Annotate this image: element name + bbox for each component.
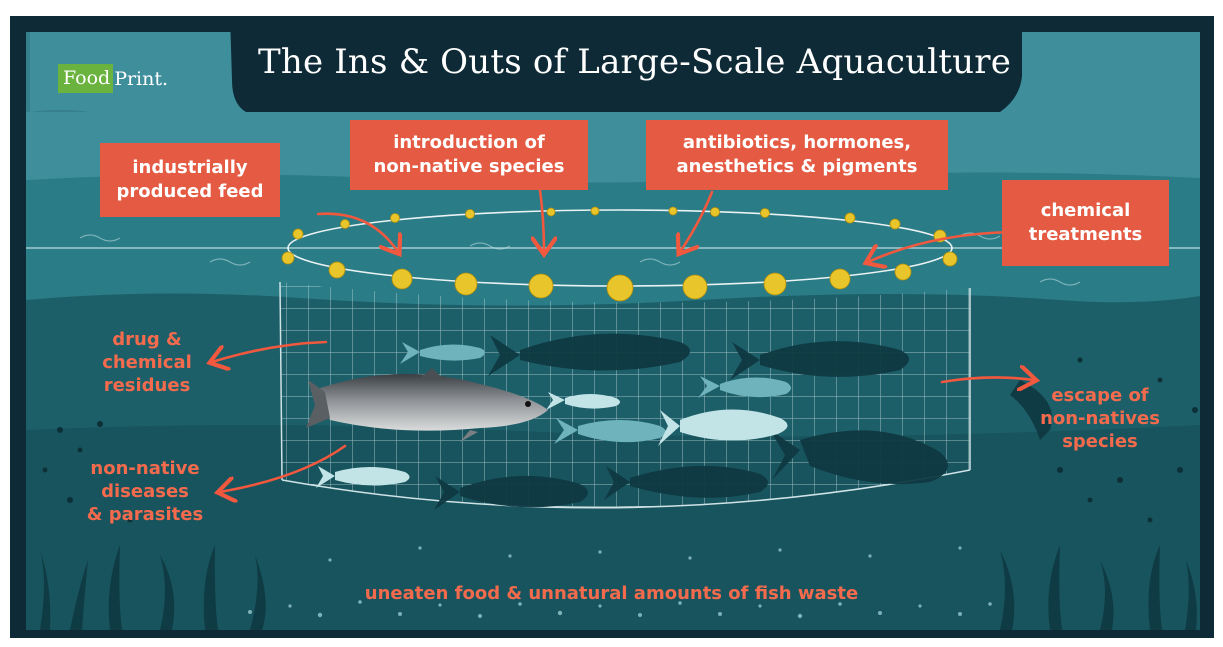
- logo-food: Food: [58, 64, 113, 93]
- label-drug-residues: drug & chemical residues: [82, 328, 212, 397]
- label-line: drug &: [82, 328, 212, 351]
- label-line: residues: [82, 374, 212, 397]
- label-line: chemical: [82, 351, 212, 374]
- label-industrial-feed: industrially produced feed: [100, 143, 280, 217]
- label-diseases-parasites: non-native diseases & parasites: [70, 457, 220, 526]
- label-chemical-treatments: chemical treatments: [1002, 180, 1169, 266]
- label-line: & parasites: [70, 503, 220, 526]
- label-line: anesthetics & pigments: [677, 155, 918, 179]
- label-fish-waste: uneaten food & unnatural amounts of fish…: [0, 583, 1223, 604]
- logo-print: Print: [113, 68, 162, 90]
- label-line: treatments: [1029, 223, 1143, 247]
- label-line: non-natives: [1030, 407, 1170, 430]
- label-line: diseases: [70, 480, 220, 503]
- label-line: industrially: [132, 156, 247, 180]
- foodprint-logo: Food Print .: [58, 64, 168, 93]
- logo-mark: .: [162, 68, 168, 90]
- label-antibiotics: antibiotics, hormones, anesthetics & pig…: [646, 120, 948, 190]
- label-line: antibiotics, hormones,: [683, 131, 911, 155]
- page-title: The Ins & Outs of Large-Scale Aquacultur…: [258, 42, 1011, 82]
- label-line: uneaten food & unnatural amounts of fish…: [365, 583, 858, 604]
- label-line: non-native species: [374, 155, 565, 179]
- label-line: non-native: [70, 457, 220, 480]
- label-escape-non-natives: escape of non-natives species: [1030, 384, 1170, 453]
- label-line: chemical: [1041, 199, 1131, 223]
- label-non-native-species: introduction of non-native species: [350, 120, 588, 190]
- label-line: escape of: [1030, 384, 1170, 407]
- label-line: introduction of: [393, 131, 545, 155]
- label-line: produced feed: [117, 180, 264, 204]
- label-line: species: [1030, 430, 1170, 453]
